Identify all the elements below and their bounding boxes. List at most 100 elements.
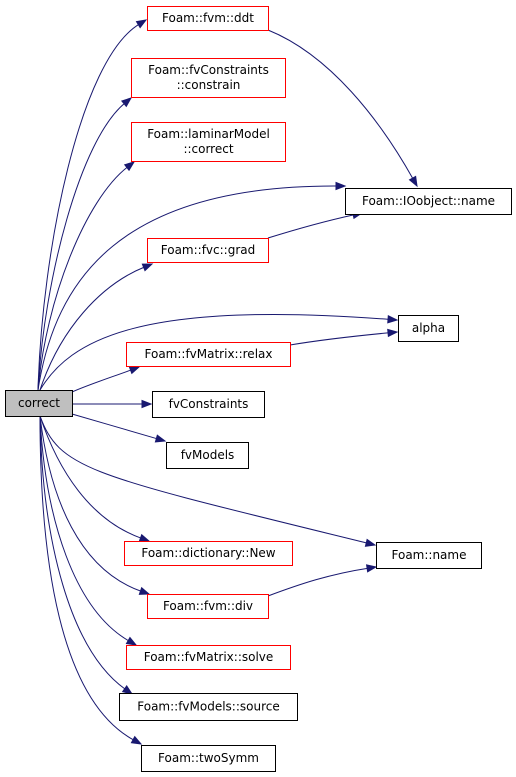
edge-line — [267, 29, 414, 180]
arrowhead — [130, 735, 143, 745]
node-label: ::correct — [183, 142, 233, 156]
edge-correct-to-foam_name — [39, 415, 377, 547]
node-box — [376, 542, 482, 569]
edge-correct-to-dictionary_New — [39, 415, 151, 542]
edge-correct-to-fvModels — [71, 413, 167, 443]
node-box — [147, 594, 269, 619]
node-correct: correct — [5, 390, 73, 417]
edge-line — [39, 415, 142, 539]
node-label: Foam::fvc::grad — [161, 243, 255, 257]
arrowhead — [121, 685, 134, 695]
node-dictionary-New[interactable]: Foam::dictionary::New — [124, 541, 293, 566]
node-fvm-div[interactable]: Foam::fvm::div — [147, 594, 269, 619]
arrowhead — [128, 366, 141, 375]
arrowhead — [365, 564, 378, 573]
arrowhead — [138, 533, 151, 542]
node-box — [152, 391, 265, 418]
node-fvMatrix-relax[interactable]: Foam::fvMatrix::relax — [126, 342, 291, 367]
node-box — [126, 342, 291, 367]
node-label: Foam::name — [392, 548, 467, 562]
edge-correct-to-fvm_ddt — [37, 19, 148, 391]
arrowhead — [120, 97, 133, 108]
edge-line — [289, 332, 390, 346]
node-label: Foam::dictionary::New — [141, 546, 275, 560]
node-box — [131, 58, 286, 98]
arrowhead — [138, 586, 151, 595]
node-fvm-ddt[interactable]: Foam::fvm::ddt — [147, 6, 269, 31]
edge-line — [37, 185, 338, 391]
edge-correct-to-fvModels_source — [39, 415, 134, 695]
edge-line — [37, 166, 128, 391]
arrowhead — [125, 636, 138, 646]
edge-line — [71, 369, 132, 393]
node-label: Foam::fvm::div — [163, 599, 253, 613]
node-label: alpha — [412, 321, 445, 335]
edge-fvm_ddt-to-IOobject_name — [267, 29, 418, 188]
edge-line — [37, 23, 140, 391]
node-box — [147, 238, 269, 263]
graph-nodes: correct Foam::fvm::ddtFoam::fvConstraints… — [5, 6, 512, 772]
edge-correct-to-alpha — [39, 313, 399, 391]
edge-fvc_grad-to-IOobject_name — [267, 210, 364, 239]
node-twoSymm: Foam::twoSymm — [141, 745, 276, 772]
arrowhead — [387, 315, 399, 324]
edge-correct-to-fvMatrix_relax — [71, 366, 141, 393]
node-box — [345, 188, 512, 215]
node-fvModels-source: Foam::fvModels::source — [119, 693, 298, 721]
arrowhead — [335, 181, 347, 191]
arrowhead — [408, 175, 418, 188]
node-box — [124, 541, 293, 566]
edge-line — [39, 415, 130, 642]
graph-edges — [37, 19, 418, 745]
node-box — [398, 315, 459, 342]
edge-line — [71, 413, 158, 440]
node-label: Foam::IOobject::name — [362, 194, 495, 208]
arrowhead — [123, 161, 136, 172]
node-fvc-grad[interactable]: Foam::fvc::grad — [147, 238, 269, 263]
edge-line — [39, 266, 145, 391]
node-box — [5, 390, 73, 417]
node-label: ::constrain — [177, 78, 241, 92]
node-box — [166, 442, 249, 469]
node-label: fvConstraints — [169, 397, 249, 411]
node-fvMatrix-solve[interactable]: Foam::fvMatrix::solve — [126, 645, 291, 670]
edge-line — [37, 102, 126, 391]
edge-line — [39, 415, 135, 741]
node-label: Foam::fvm::ddt — [162, 11, 254, 25]
node-label: Foam::fvModels::source — [137, 700, 280, 714]
node-IOobject-name: Foam::IOobject::name — [345, 188, 512, 215]
edge-correct-to-twoSymm — [39, 415, 143, 745]
edge-correct-to-fvConstraints_constrain — [37, 97, 133, 391]
arrowhead — [387, 328, 399, 338]
node-label: Foam::fvMatrix::solve — [144, 650, 274, 664]
node-foam-name: Foam::name — [376, 542, 482, 569]
node-box — [141, 745, 276, 772]
node-fvConstraints-constrain[interactable]: Foam::fvConstraints::constrain — [131, 58, 286, 98]
arrowhead — [154, 434, 167, 443]
arrowhead — [135, 19, 148, 29]
edge-correct-to-IOobject_name — [37, 181, 347, 391]
node-alpha: alpha — [398, 315, 459, 342]
node-laminarModel-correct[interactable]: Foam::laminarModel::correct — [131, 122, 286, 162]
node-label: correct — [18, 396, 60, 410]
node-label: fvModels — [181, 448, 235, 462]
node-box — [119, 693, 298, 721]
edge-fvMatrix_relax-to-alpha — [289, 328, 399, 346]
arrowhead — [364, 538, 377, 547]
edge-correct-to-fvm_div — [39, 415, 151, 595]
arrowhead — [141, 399, 153, 409]
edge-line — [39, 415, 126, 690]
node-fvConstraints: fvConstraints — [152, 391, 265, 418]
node-label: Foam::fvConstraints — [148, 63, 269, 77]
edge-correct-to-fvc_grad — [39, 263, 154, 391]
edge-fvm_div-to-foam_name — [267, 564, 378, 597]
edge-line — [39, 313, 390, 391]
node-box — [131, 122, 286, 162]
edge-line — [39, 415, 142, 592]
node-label: Foam::fvMatrix::relax — [145, 347, 273, 361]
edge-correct-to-fvConstraints — [71, 399, 153, 409]
node-label: Foam::twoSymm — [158, 751, 259, 765]
edge-line — [39, 415, 368, 544]
edge-line — [267, 567, 369, 597]
